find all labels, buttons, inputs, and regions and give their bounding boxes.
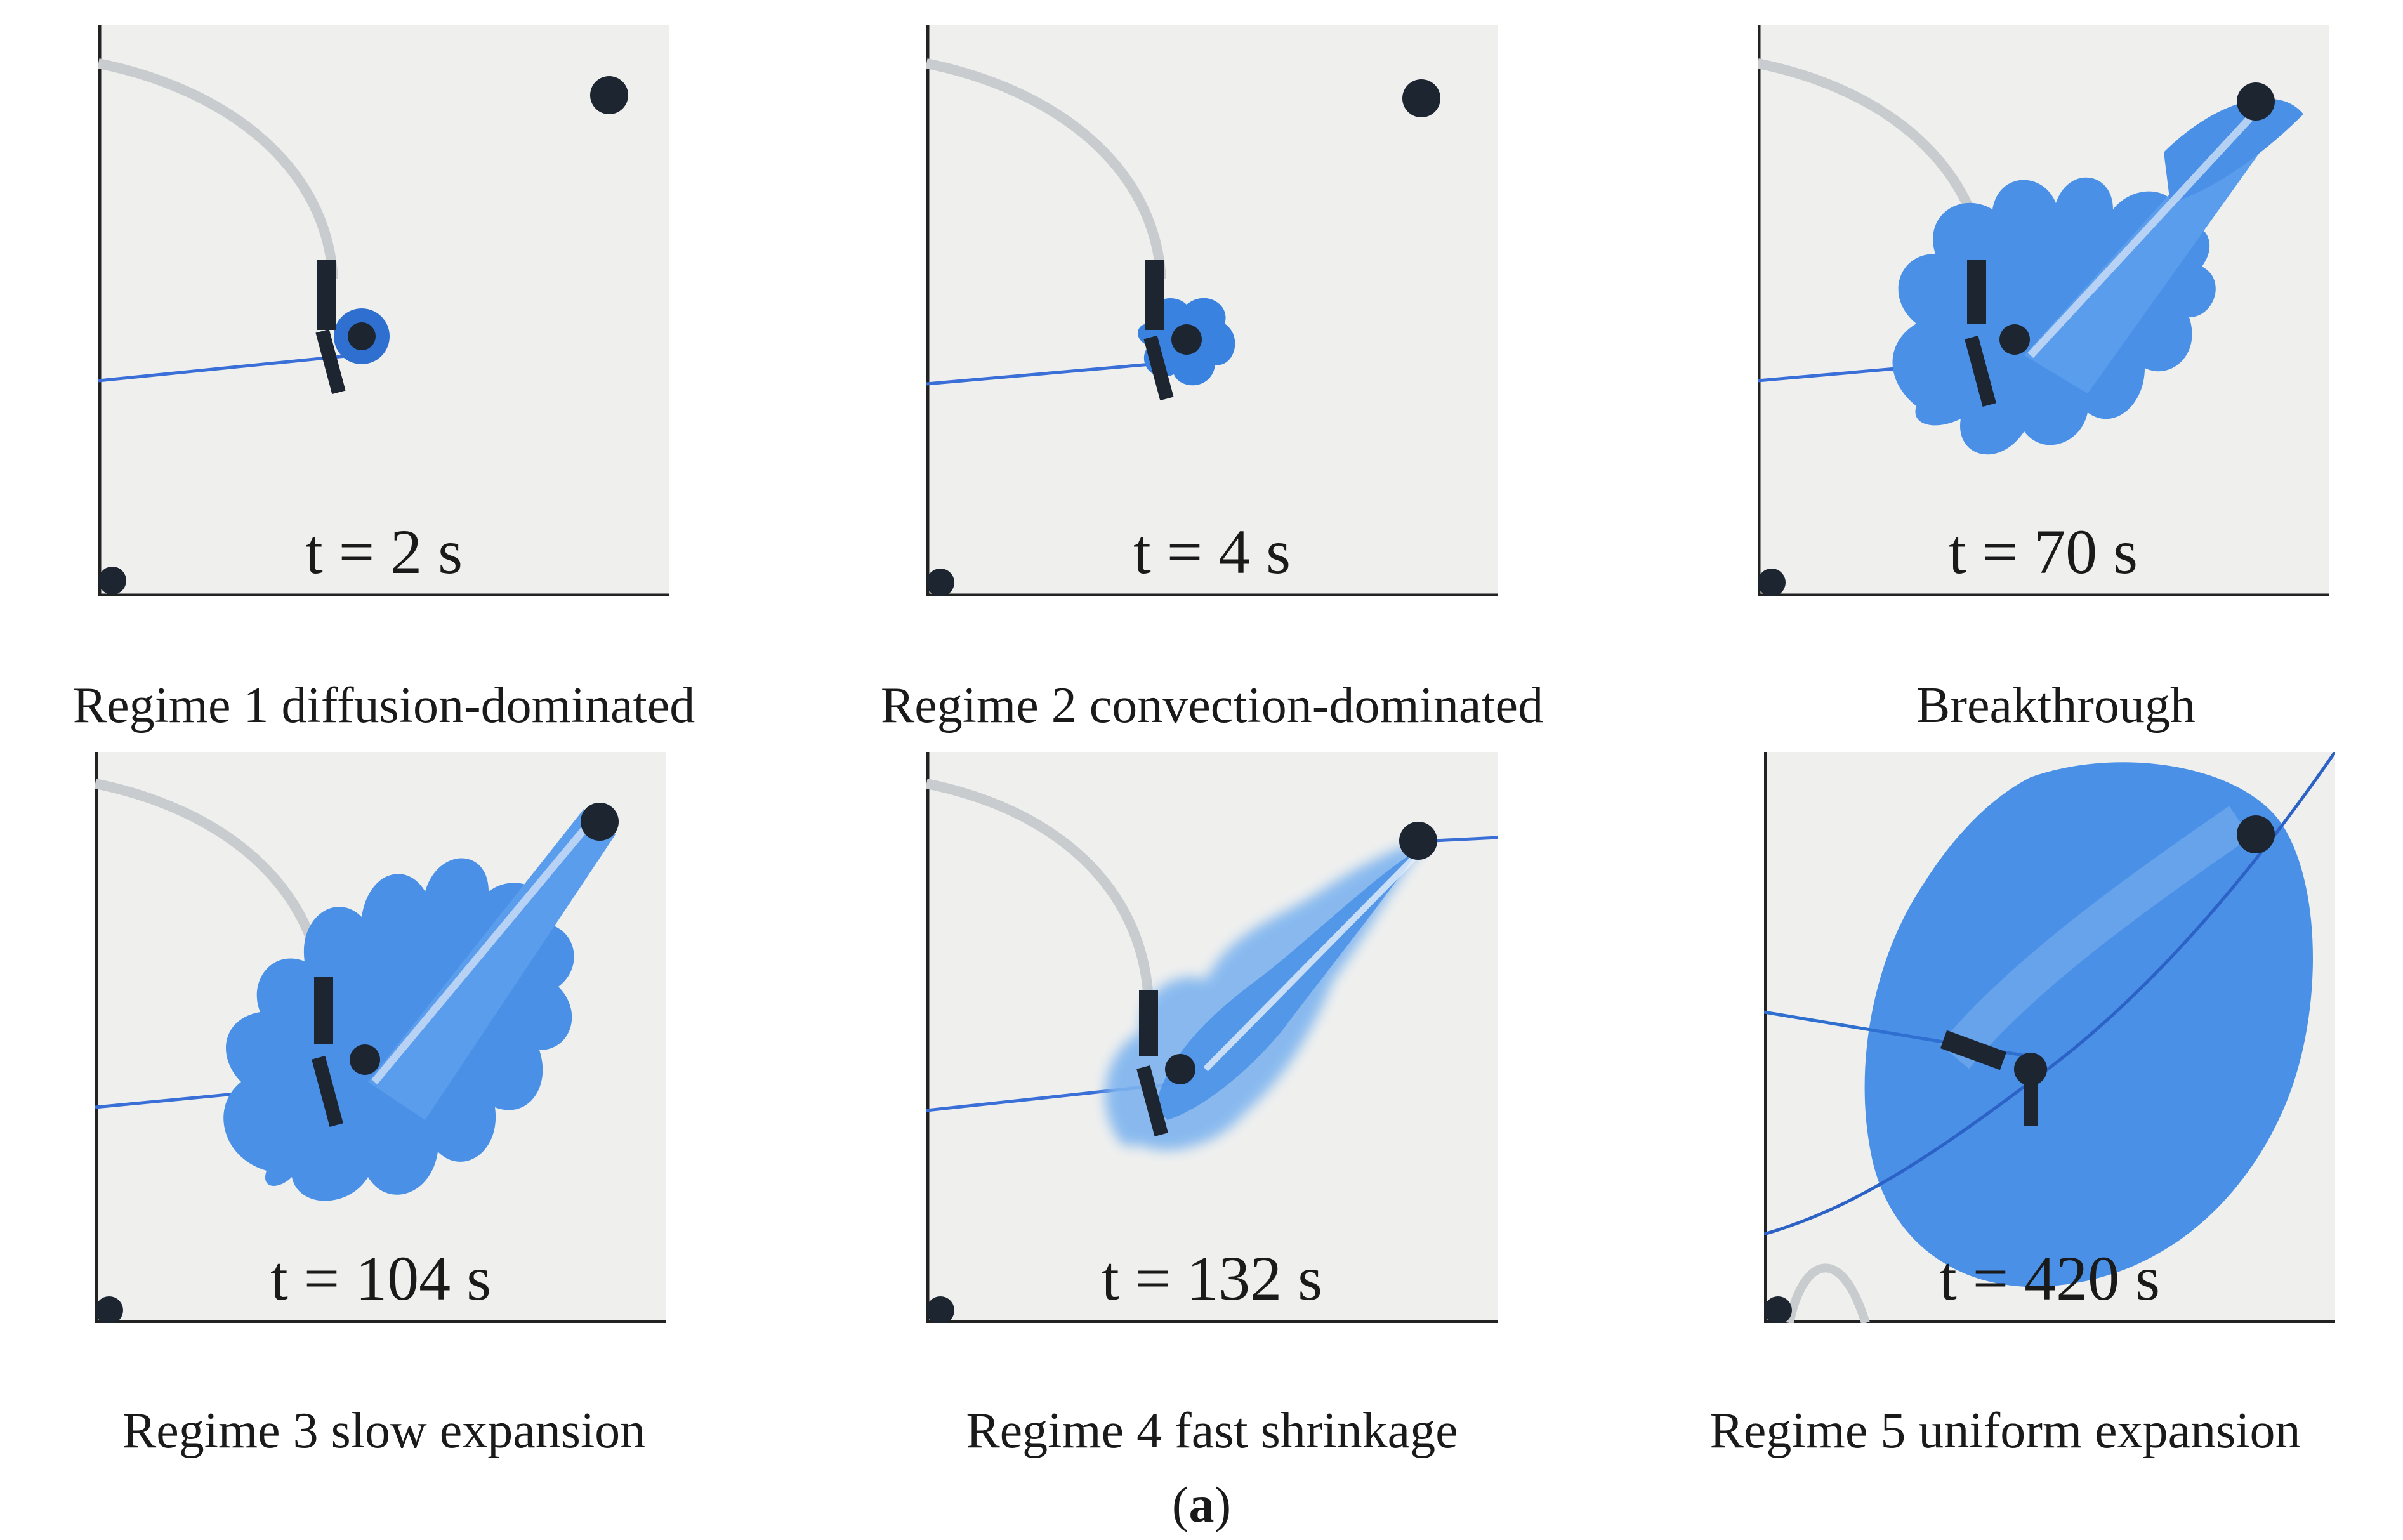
outlet-port-icon <box>1402 79 1440 117</box>
injection-port-icon <box>312 977 380 1127</box>
photo-panel-3: t = 70 s <box>1758 25 2329 596</box>
time-label: t = 70 s <box>1948 517 2138 587</box>
photo-panel-4: t = 104 s <box>95 752 666 1323</box>
time-label: t = 2 s <box>305 517 463 587</box>
corner-port-icon <box>95 1296 123 1323</box>
corner-port-icon <box>1758 569 1786 596</box>
corner-port-icon <box>926 569 954 596</box>
injection-port-icon <box>1940 1030 2047 1126</box>
injection-port-icon <box>1136 990 1195 1136</box>
time-label: t = 132 s <box>1101 1243 1323 1313</box>
outlet-port-icon <box>1399 822 1437 860</box>
corner-port-icon <box>926 1296 954 1323</box>
outlet-port-icon <box>590 76 628 114</box>
injection-port-icon <box>315 260 376 395</box>
hele-shaw-cell-background <box>98 25 669 596</box>
regime-caption-5: Regime 4 fast shrinkage <box>966 1403 1458 1459</box>
outlet-port-icon <box>2237 82 2275 121</box>
regime-caption-1: Regime 1 diffusion-dominated <box>72 678 695 734</box>
photo-panel-1: t = 2 s <box>98 25 669 596</box>
outlet-port-icon <box>2237 815 2275 853</box>
photo-panel-6: t = 420 s <box>1764 752 2335 1323</box>
injection-port-icon <box>1143 260 1202 401</box>
time-label: t = 104 s <box>270 1243 492 1313</box>
subfigure-label: (a) <box>1171 1477 1232 1533</box>
outlet-port-icon <box>581 803 619 841</box>
time-label: t = 420 s <box>1939 1243 2161 1313</box>
dye-blob <box>1864 762 2313 1287</box>
regime-caption-4: Regime 3 slow expansion <box>122 1403 646 1459</box>
injection-port-icon <box>1965 260 2030 407</box>
time-label: t = 4 s <box>1133 517 1291 587</box>
corner-port-icon <box>1764 1296 1792 1323</box>
corner-port-icon <box>98 567 126 595</box>
photo-panel-2: t = 4 s <box>926 25 1498 596</box>
regime-caption-2: Regime 2 convection-dominated <box>880 678 1544 734</box>
regime-caption-3: Breakthrough <box>1916 678 2196 734</box>
photo-panel-5: t = 132 s <box>926 752 1498 1323</box>
regime-caption-6: Regime 5 uniform expansion <box>1709 1403 2301 1459</box>
